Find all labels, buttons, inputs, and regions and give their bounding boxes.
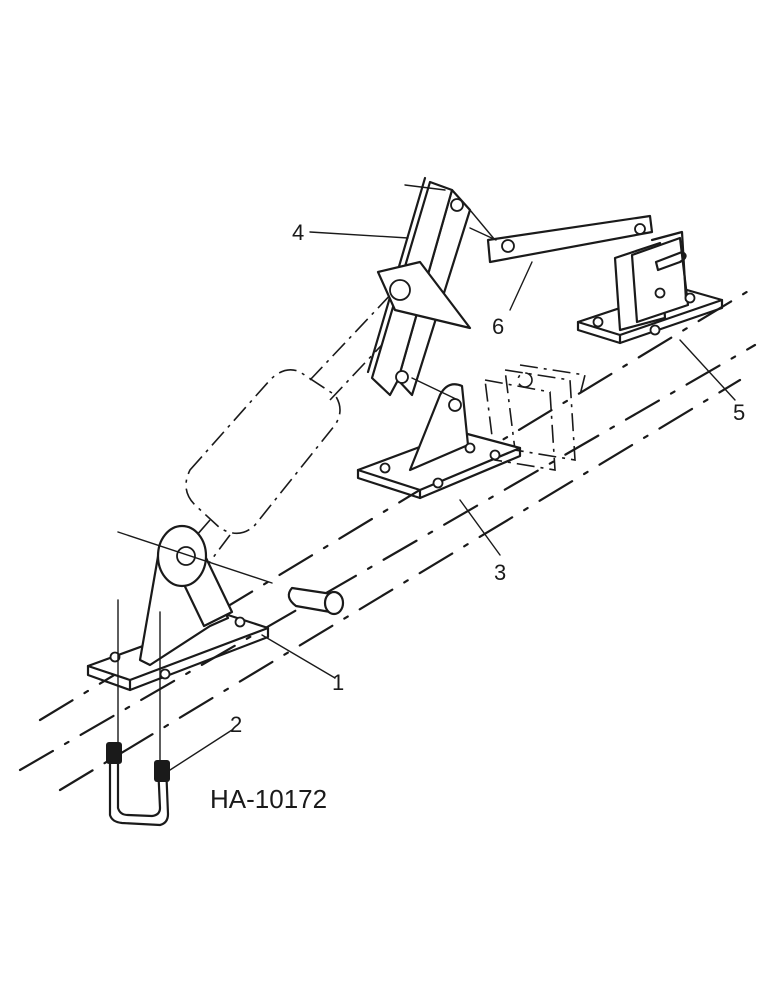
hydraulic-cylinder-phantom xyxy=(174,289,411,576)
callout-3: 3 xyxy=(494,560,506,585)
pivot-pin xyxy=(287,586,345,616)
leader-lines xyxy=(169,231,736,771)
anchor-bracket xyxy=(86,524,273,766)
callout-2: 2 xyxy=(230,712,242,737)
callout-5: 5 xyxy=(733,400,745,425)
spacer-plates-phantom xyxy=(484,364,586,471)
callout-6: 6 xyxy=(492,314,504,339)
link-bar xyxy=(469,214,654,264)
figure-id: HA-10172 xyxy=(210,784,327,814)
u-bolt xyxy=(106,742,170,827)
cylinder-mount-bracket xyxy=(356,383,522,500)
clevis-bracket xyxy=(576,230,724,345)
callout-1: 1 xyxy=(332,670,344,695)
lift-arm xyxy=(366,176,496,401)
frame-tube-phantom xyxy=(18,288,757,792)
callout-4: 4 xyxy=(292,220,304,245)
